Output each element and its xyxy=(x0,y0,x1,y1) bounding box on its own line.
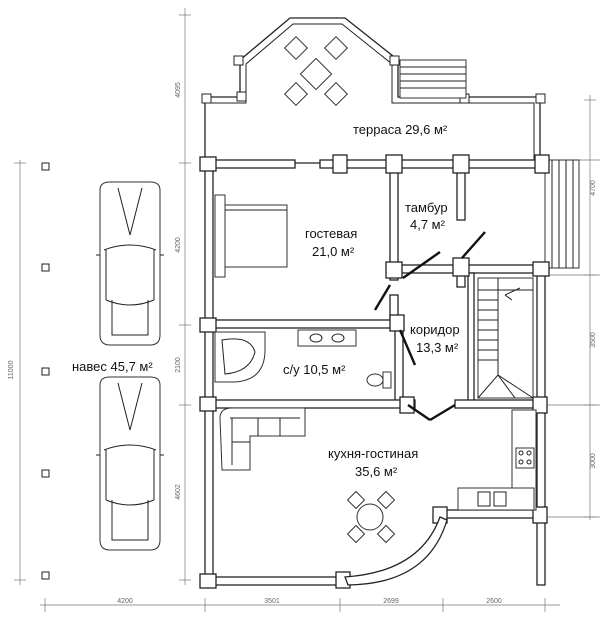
staircase xyxy=(477,277,534,399)
house-walls xyxy=(199,154,550,589)
terrace-label: терраса 29,6 м² xyxy=(353,122,448,137)
terrace-stairs xyxy=(399,59,467,99)
terrace-dining-set xyxy=(283,35,349,107)
dimension-lines xyxy=(14,8,600,612)
kitchen-area: 35,6 м² xyxy=(355,464,398,479)
kitchen-name: кухня-гостиная xyxy=(328,446,418,461)
dim-right-3: 3000 xyxy=(590,453,597,469)
dim-left-total: 11000 xyxy=(8,360,15,379)
dim-left-2: 4200 xyxy=(175,237,182,253)
bed-icon xyxy=(214,194,288,278)
side-stairs xyxy=(544,159,580,269)
dim-right-1: 4700 xyxy=(590,180,597,196)
dim-bottom-1: 4200 xyxy=(117,598,133,605)
terrace-outline xyxy=(201,17,546,164)
carport-label: навес 45,7 м² xyxy=(72,359,153,374)
dim-left-3: 2100 xyxy=(175,357,182,373)
guest-room-name: гостевая xyxy=(305,226,357,241)
dining-table-icon xyxy=(346,490,396,544)
toilet-icon xyxy=(366,371,392,389)
dim-left-1: 4095 xyxy=(175,82,182,98)
car-icon xyxy=(96,181,164,346)
sofa-icon xyxy=(219,407,306,471)
dim-bottom-4: 2600 xyxy=(486,598,502,605)
kitchen-counter xyxy=(457,409,537,511)
sink-icon xyxy=(297,329,357,347)
dim-bottom-3: 2699 xyxy=(383,598,399,605)
vestibule-area: 4,7 м² xyxy=(410,217,446,232)
corridor-name: коридор xyxy=(410,322,460,337)
car-icon xyxy=(96,376,164,551)
dim-bottom-2: 3501 xyxy=(264,598,280,605)
dim-right-2: 3500 xyxy=(590,332,597,348)
bathtub-icon xyxy=(214,331,266,383)
carport-columns xyxy=(41,162,50,580)
guest-room-area: 21,0 м² xyxy=(312,244,355,259)
corridor-area: 13,3 м² xyxy=(416,340,459,355)
dim-left-4: 4602 xyxy=(175,484,182,500)
doors xyxy=(373,231,486,422)
vestibule-name: тамбур xyxy=(405,200,448,215)
bathroom-label: с/у 10,5 м² xyxy=(283,362,346,377)
